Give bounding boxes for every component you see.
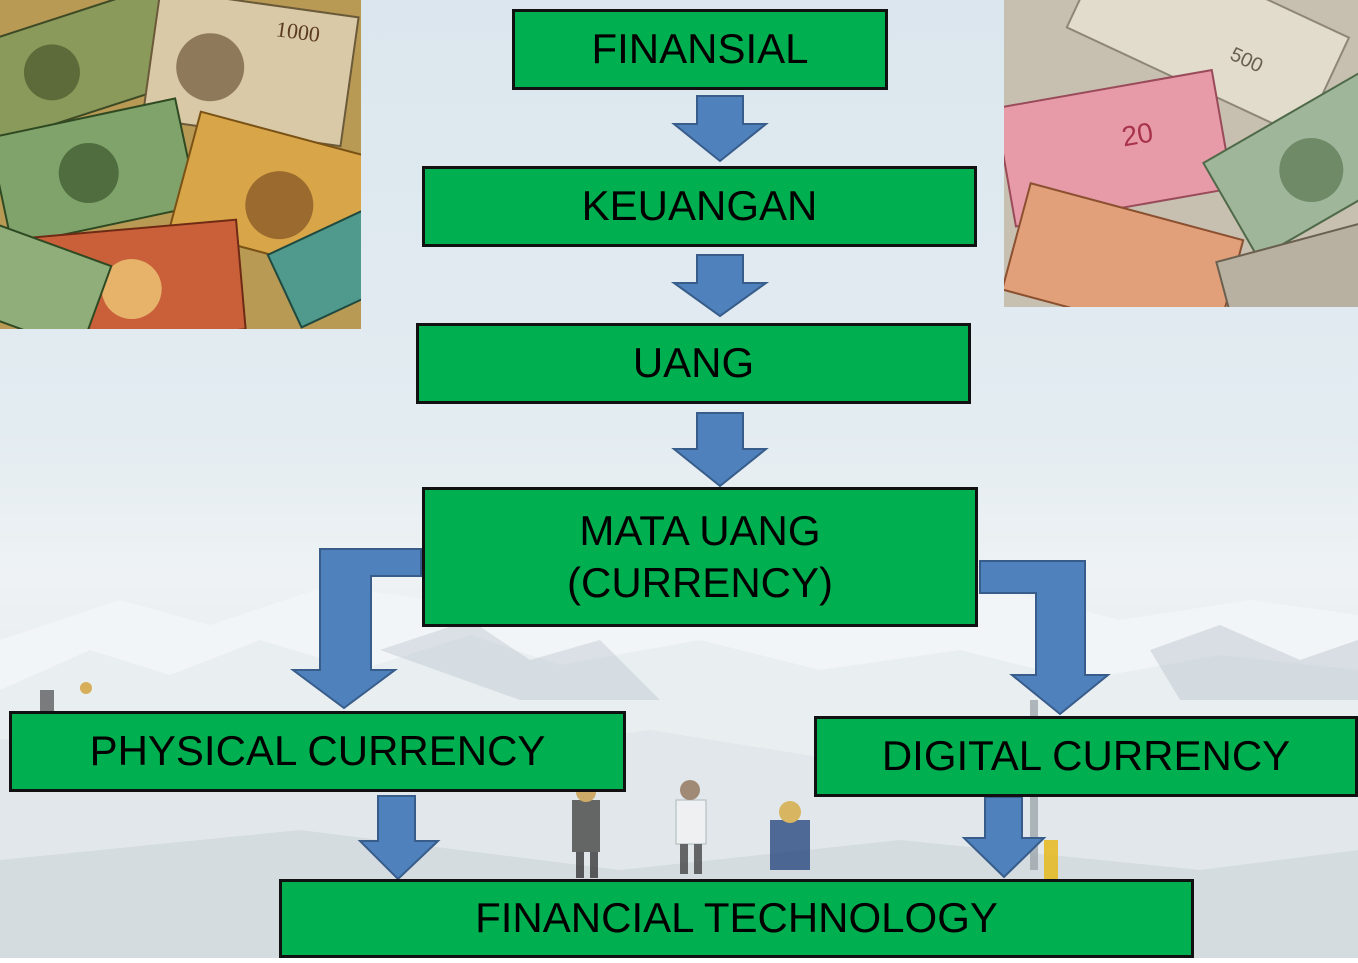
node-financial-technology-label: FINANCIAL TECHNOLOGY	[475, 894, 998, 942]
node-keuangan-label: KEUANGAN	[581, 182, 818, 230]
svg-text:20: 20	[1119, 116, 1155, 152]
node-mata-uang: MATA UANG (CURRENCY)	[422, 487, 978, 627]
svg-text:1000: 1000	[274, 16, 321, 47]
node-keuangan: KEUANGAN	[422, 166, 977, 247]
node-uang-label: UANG	[632, 339, 755, 387]
node-mata-uang-line2: (CURRENCY)	[567, 559, 833, 606]
node-digital-currency-label: DIGITAL CURRENCY	[881, 732, 1291, 780]
arrow-mata-uang-to-physical	[289, 548, 422, 710]
arrow-finansial-to-keuangan	[671, 95, 769, 163]
node-uang: UANG	[416, 323, 971, 404]
node-digital-currency: DIGITAL CURRENCY	[814, 716, 1358, 797]
node-financial-technology: FINANCIAL TECHNOLOGY	[279, 879, 1194, 958]
arrow-physical-to-fintech	[357, 795, 441, 881]
banknotes-collage-image: 1000	[0, 0, 361, 329]
arrow-uang-to-mata-uang	[671, 412, 769, 488]
node-physical-currency: PHYSICAL CURRENCY	[9, 711, 626, 792]
arrow-keuangan-to-uang	[670, 254, 770, 318]
node-finansial-label: FINANSIAL	[591, 25, 809, 73]
node-finansial: FINANSIAL	[512, 9, 888, 90]
node-physical-currency-label: PHYSICAL CURRENCY	[89, 727, 546, 775]
rupee-dollar-notes-image: 500 20	[1004, 0, 1358, 307]
arrow-digital-to-fintech	[961, 796, 1047, 879]
banknotes-collage-art: 1000	[0, 0, 361, 329]
rupee-notes-art: 500 20	[1004, 0, 1358, 307]
node-mata-uang-line1: MATA UANG	[579, 506, 821, 554]
arrow-mata-uang-to-digital	[979, 560, 1111, 716]
